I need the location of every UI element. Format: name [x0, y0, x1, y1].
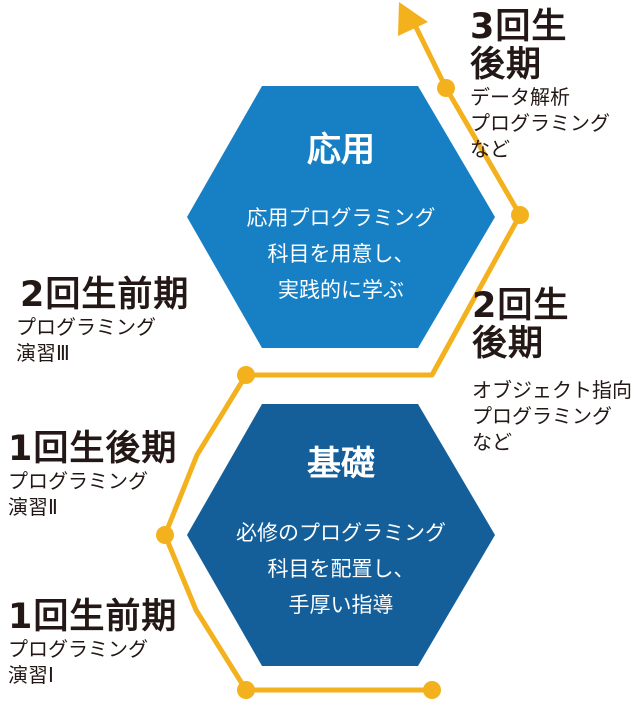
progression-path [162, 12, 523, 693]
path-node [511, 206, 529, 224]
arrow-head-icon [398, 2, 428, 36]
path-node [237, 366, 255, 384]
stage-y3-course: など [470, 137, 510, 161]
stage-y3-title: 後期 [470, 45, 543, 85]
stage-y2-second-title: 2回生 [472, 286, 570, 326]
stage-y1-first: 1回生前期 プログラミング 演習Ⅰ [8, 598, 177, 688]
stage-y2-first: 2回生前期 プログラミング 演習Ⅲ [16, 276, 189, 366]
stage-y2-second-course: など [472, 430, 512, 454]
stage-y1-second-course: プログラミング [8, 469, 148, 493]
hexagon-applied-title: 応用 [307, 130, 375, 170]
path-node [237, 681, 255, 699]
hexagon-basic-title: 基礎 [307, 444, 375, 484]
hexagon-applied-line: 実践的に学ぶ [278, 278, 404, 302]
hexagon-basic-line: 手厚い指導 [289, 593, 394, 617]
stage-y3-course: プログラミング [470, 111, 610, 135]
stage-y2-first-course: 演習Ⅲ [16, 341, 70, 365]
hexagon-basic-line: 必修のプログラミング [236, 521, 446, 545]
hexagon-basic: 基礎 必修のプログラミング 科目を配置し、 手厚い指導 [187, 404, 495, 666]
path-node [437, 79, 455, 97]
stage-y2-second-course: オブジェクト指向 [472, 378, 632, 402]
stage-y2-first-title: 2回生前期 [20, 275, 190, 315]
stage-y1-first-course: プログラミング [8, 637, 148, 661]
stage-y2-first-course: プログラミング [16, 315, 156, 339]
stage-y2-second: 2回生 後期 オブジェクト指向 プログラミング など [472, 287, 632, 455]
stage-y1-first-course: 演習Ⅰ [8, 663, 54, 687]
stage-y3-course: データ解析 [470, 85, 570, 109]
hexagon-applied: 応用 応用プログラミング 科目を用意し、 実践的に学ぶ [187, 86, 495, 348]
hexagon-applied-line: 科目を用意し、 [268, 242, 415, 266]
hexagon-basic-line: 科目を配置し、 [268, 557, 415, 581]
stage-y1-second: 1回生後期 プログラミング 演習Ⅱ [8, 430, 177, 520]
stage-y3-title: 3回生 [470, 7, 568, 47]
stage-y1-second-course: 演習Ⅱ [8, 495, 58, 519]
stage-y2-second-course: プログラミング [472, 404, 612, 428]
stage-y1-first-title: 1回生前期 [8, 597, 178, 637]
stage-y1-second-title: 1回生後期 [8, 429, 178, 469]
path-node [423, 681, 441, 699]
path-node [156, 526, 174, 544]
hexagon-applied-line: 応用プログラミング [247, 206, 436, 230]
stage-y2-second-title: 後期 [472, 324, 545, 364]
stage-y3: 3回生 後期 データ解析 プログラミング など [470, 8, 610, 162]
